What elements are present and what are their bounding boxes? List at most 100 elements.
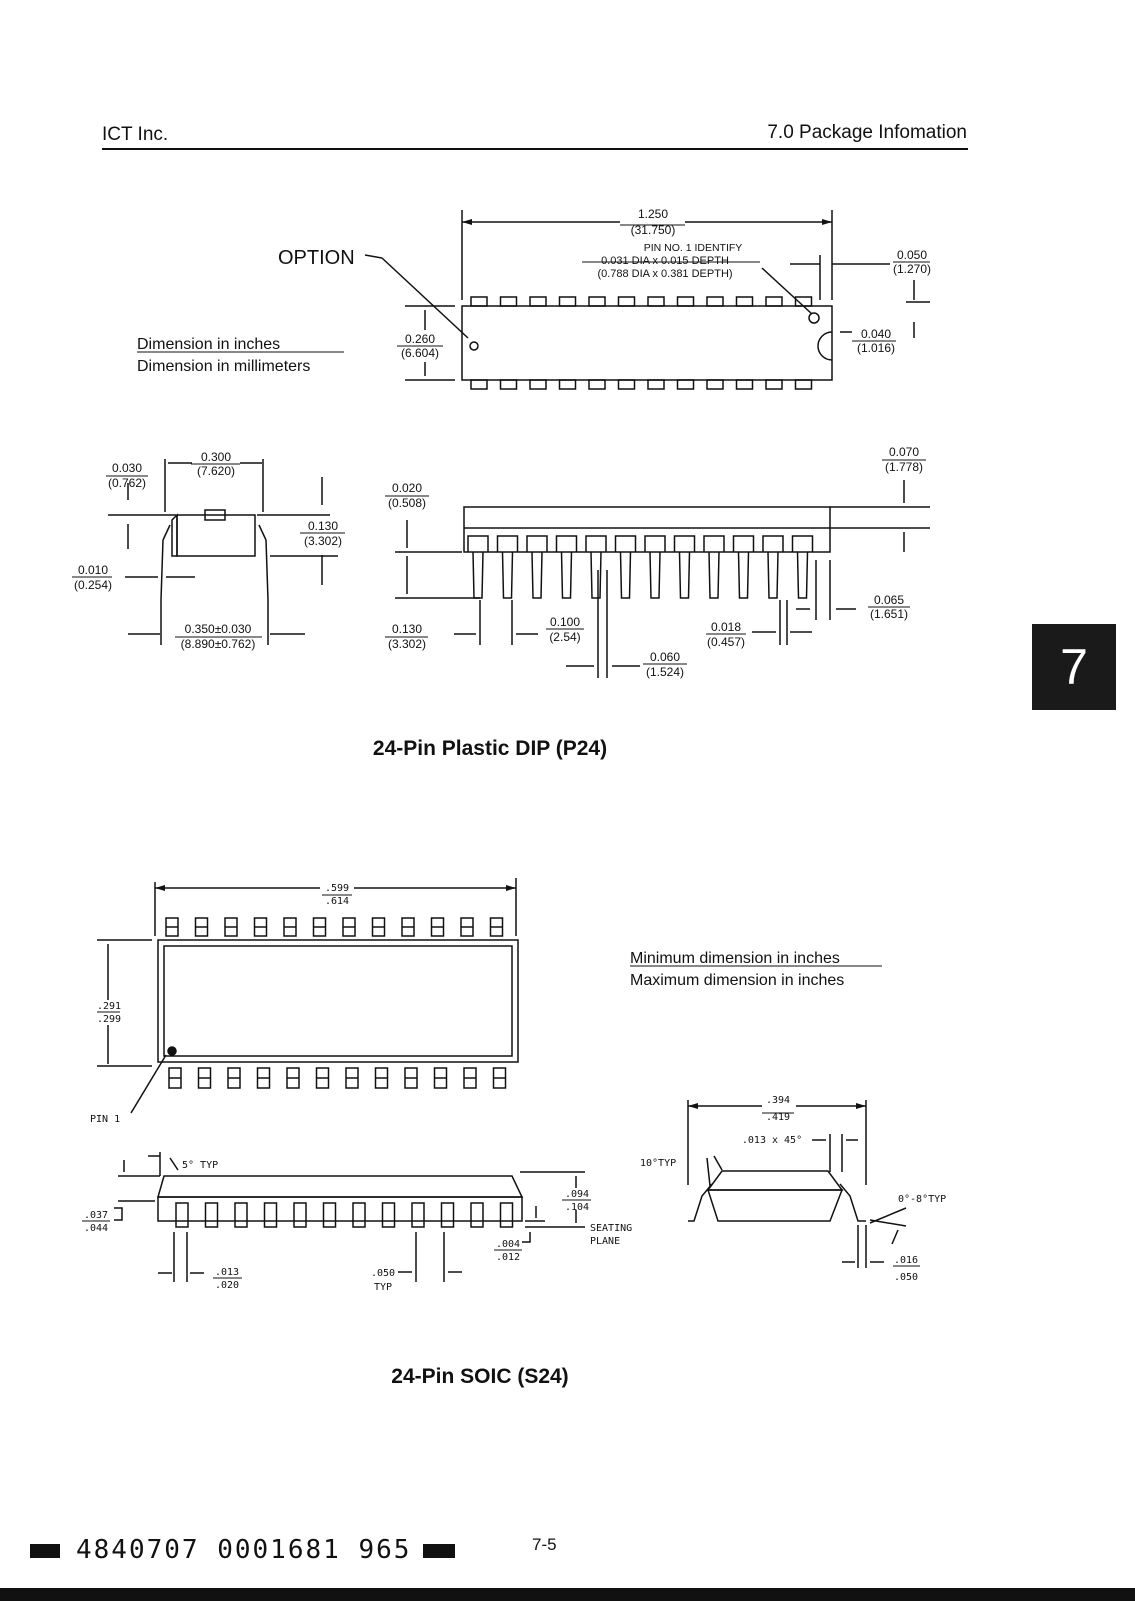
section-tab: 7 xyxy=(1032,624,1116,710)
dip-length-mm: (31.750) xyxy=(631,223,676,237)
dip-stand-mm: (0.508) xyxy=(388,496,426,510)
dip-lead-shoulder xyxy=(644,535,666,552)
dip-lead-shoulder xyxy=(467,535,489,552)
dip-side-view xyxy=(385,459,930,678)
section-tab-label: 7 xyxy=(1060,639,1088,695)
soic-pitch: .050 xyxy=(371,1268,395,1279)
soic-h-max: .104 xyxy=(565,1202,589,1213)
dip-lead xyxy=(796,551,809,599)
soic-side-lead xyxy=(293,1202,307,1228)
dip-lead xyxy=(531,551,543,599)
soic-side-lead xyxy=(322,1202,337,1228)
soic-end-view xyxy=(687,1100,920,1268)
dip-notch-mm: (1.016) xyxy=(857,341,895,355)
dip-lead-shoulder xyxy=(791,535,814,552)
dip-side-pins xyxy=(467,535,814,599)
dip-pin1-line2: 0.031 DIA x 0.015 DEPTH xyxy=(601,255,729,267)
dip-top-pin xyxy=(588,296,606,307)
dip-option-mark xyxy=(469,341,479,351)
dip-bottom-pin xyxy=(765,379,783,390)
footer-code-text: 4840707 0001681 965 xyxy=(76,1535,412,1565)
dip-bottom-pin xyxy=(794,379,813,390)
soic-labels: .599 .614 .291 .299 PIN 1 5° TYP .094 .1… xyxy=(84,883,946,1293)
dip-length-in: 1.250 xyxy=(638,207,668,221)
dip-top-view xyxy=(137,210,930,390)
dip-lead-shoulder xyxy=(526,535,548,552)
dip-lead-shoulder xyxy=(614,535,637,552)
dip-lead xyxy=(619,551,632,599)
soic-foot-angle: 0°-8°TYP xyxy=(898,1194,946,1205)
soic-typ10: 10°TYP xyxy=(640,1158,676,1169)
dip-lead-w-in: 0.018 xyxy=(711,620,741,634)
dip-lead-shoulder xyxy=(496,535,519,552)
soic-seating-1: SEATING xyxy=(590,1223,632,1234)
dip-side-b-mm: (7.620) xyxy=(197,464,235,478)
dip-lead xyxy=(737,551,750,599)
dip-pin1-line3: (0.788 DIA x 0.381 DEPTH) xyxy=(597,268,732,280)
soic-body-top xyxy=(157,939,519,1063)
dip-option-label: OPTION xyxy=(278,247,355,269)
dip-lead xyxy=(678,551,691,599)
soic-side-lead xyxy=(352,1202,366,1228)
dip-top-pin xyxy=(558,296,577,307)
soic-side-lead xyxy=(381,1202,396,1228)
dip-end-mm: (1.270) xyxy=(893,262,931,276)
dip-side-b-in: 0.300 xyxy=(201,450,231,464)
dip-bottom-pin xyxy=(617,379,636,390)
soic-side-lead xyxy=(175,1202,189,1228)
soic-lw-max: .020 xyxy=(215,1280,239,1291)
dip-top-pin xyxy=(470,296,488,307)
soic-h-min: .094 xyxy=(565,1189,589,1200)
footer-code: 4840707 0001681 965 xyxy=(30,1535,456,1565)
dip-pitch-in: 0.100 xyxy=(550,615,580,629)
dip-lead xyxy=(501,551,514,599)
soic-legend: Minimum dimension in inches Maximum dime… xyxy=(630,950,844,989)
dip-side-c-in: 0.130 xyxy=(308,519,338,533)
header-company: ICT Inc. xyxy=(102,124,169,145)
dip-width-in: 0.260 xyxy=(405,332,435,346)
soic-lw-min: .013 xyxy=(215,1267,239,1278)
dip-lead-shoulder xyxy=(555,535,578,552)
soic-side-view xyxy=(82,1152,591,1282)
dip-lead xyxy=(767,551,779,599)
soic-pitch-typ: TYP xyxy=(374,1282,392,1293)
dip-end-in: 0.050 xyxy=(897,248,927,262)
dip-top-pin xyxy=(706,296,724,307)
dip-legend-inches: Dimension in inches xyxy=(137,336,280,353)
soic-len-min: .599 xyxy=(325,883,349,894)
soic-side-lead xyxy=(263,1202,278,1228)
soic-top-pins xyxy=(165,917,507,1089)
dip-lead-shoulder xyxy=(732,535,755,552)
soic-side-lead xyxy=(499,1202,514,1228)
dip-lead-len-mm: (3.302) xyxy=(388,637,426,651)
dip-shoulder-mm: (1.524) xyxy=(646,665,684,679)
soic-w-min: .291 xyxy=(97,1001,121,1012)
soic-span-max: .419 xyxy=(766,1112,790,1123)
dip-end-view xyxy=(72,459,345,645)
footer-block-left xyxy=(30,1543,60,1558)
dip-body-top xyxy=(461,305,833,381)
soic-pin1-label: PIN 1 xyxy=(90,1114,120,1125)
dip-bottom-pin xyxy=(588,379,606,390)
dip-side-a-in: 0.030 xyxy=(112,461,142,475)
soic-span-min: .394 xyxy=(766,1095,790,1106)
soic-typ5: 5° TYP xyxy=(182,1160,218,1171)
dip-top-pin xyxy=(676,296,695,307)
dip-lead xyxy=(560,551,573,599)
dip-bottom-pin xyxy=(735,379,754,390)
soic-side-lead xyxy=(204,1202,219,1228)
soic-foot-min: .016 xyxy=(894,1255,918,1266)
dip-bottom-pin xyxy=(676,379,695,390)
header-rule xyxy=(102,148,968,150)
dip-lead-t-mm: (0.254) xyxy=(74,578,112,592)
dip-lead-shoulder xyxy=(585,535,607,552)
soic-side-lead xyxy=(470,1202,484,1228)
dip-bottom-pin xyxy=(558,379,577,390)
dip-lead-w-mm: (0.457) xyxy=(707,635,745,649)
soic-len-max: .614 xyxy=(325,896,349,907)
dip-top-pin xyxy=(499,296,518,307)
soic-off-min: .004 xyxy=(496,1239,520,1250)
dip-span-mm: (8.890±0.762) xyxy=(181,637,256,651)
dip-side-c-mm: (3.302) xyxy=(304,534,342,548)
